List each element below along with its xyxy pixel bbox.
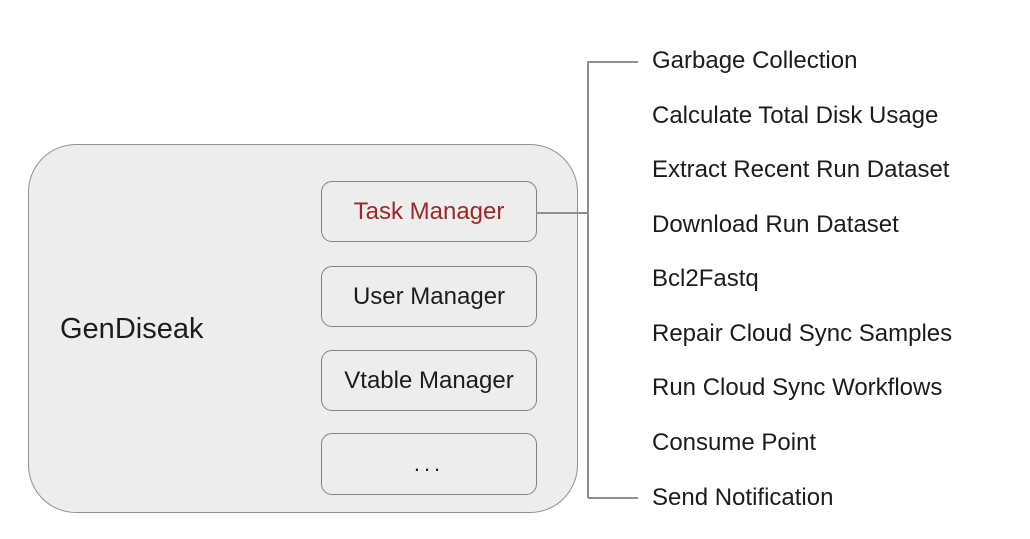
module-box-task-manager: Task Manager xyxy=(321,181,537,242)
module-box-ellipsis: ... xyxy=(321,433,537,495)
bracket-vertical-line xyxy=(587,61,589,498)
task-item-run-cloud-sync-workflows: Run Cloud Sync Workflows xyxy=(652,374,943,401)
bracket-bottom-tick-line xyxy=(588,497,638,499)
task-item-repair-cloud-sync-samples: Repair Cloud Sync Samples xyxy=(652,320,953,347)
task-item-extract-recent-run-dataset: Extract Recent Run Dataset xyxy=(652,156,950,183)
bracket-top-tick-line xyxy=(588,61,638,63)
module-box-user-manager: User Manager xyxy=(321,266,537,327)
module-box-vtable-manager: Vtable Manager xyxy=(321,350,537,411)
connector-task-manager-line xyxy=(536,212,589,214)
task-item-garbage-collection: Garbage Collection xyxy=(652,47,858,74)
task-item-send-notification: Send Notification xyxy=(652,484,834,511)
task-item-consume-point: Consume Point xyxy=(652,429,817,456)
system-title: GenDiseak xyxy=(60,313,204,345)
task-item-download-run-dataset: Download Run Dataset xyxy=(652,211,899,238)
task-item-calculate-total-disk-usage: Calculate Total Disk Usage xyxy=(652,102,939,129)
task-item-bcl2fastq: Bcl2Fastq xyxy=(652,265,759,292)
